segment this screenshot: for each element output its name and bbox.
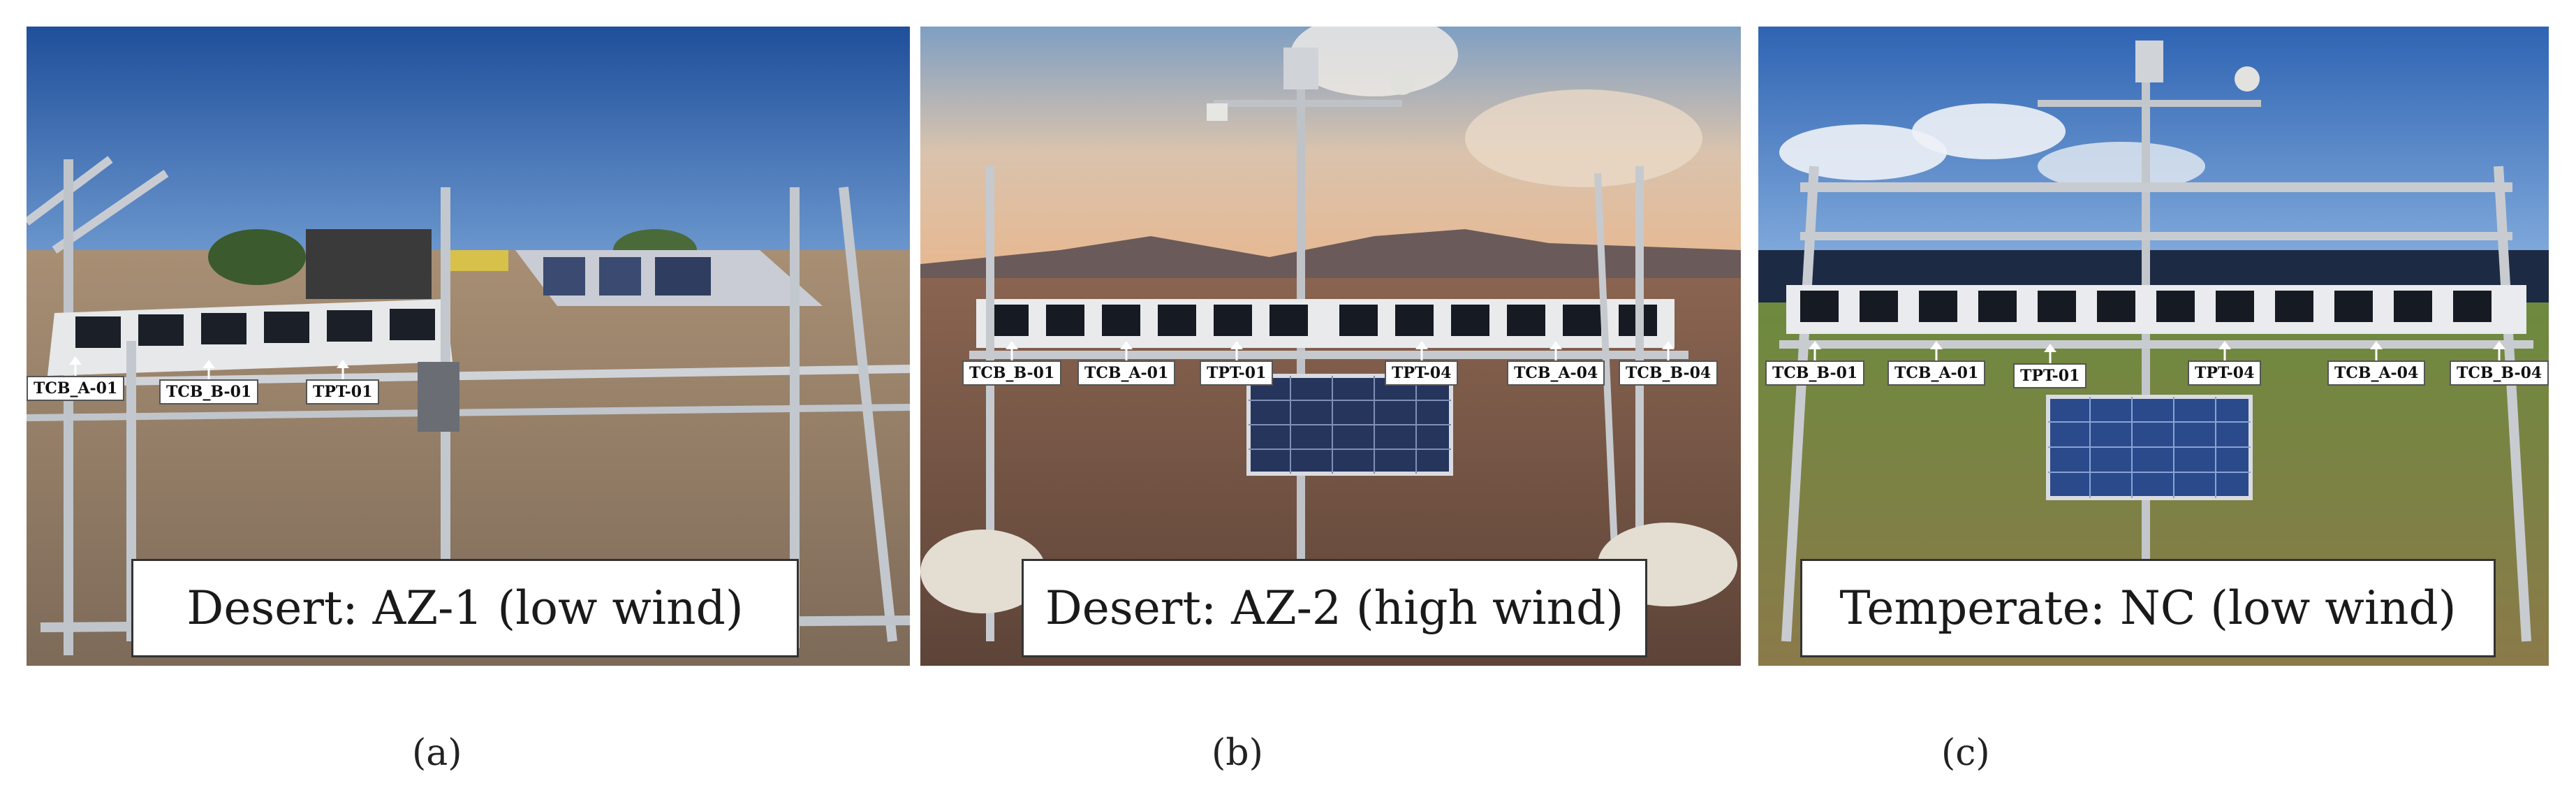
subfigure-label-a: (a) [412, 732, 462, 774]
sensor-tag: TPT-01 [306, 379, 380, 404]
site-caption: Desert: AZ-1 (low wind) [131, 559, 799, 657]
photo-panel-az1: TCB_A-01 TCB_B-01 TPT-01 Desert: AZ-1 (l… [27, 27, 910, 666]
photo-panel-az2: TCB_B-01 TCB_A-01 TPT-01 TPT-04 TCB_A-04… [920, 27, 1741, 666]
sensor-tag: TCB_B-04 [1619, 360, 1718, 386]
sensor-tag: TCB_A-01 [1887, 360, 1986, 386]
site-caption: Desert: AZ-2 (high wind) [1022, 559, 1647, 657]
sensor-tag: TCB_A-01 [1077, 360, 1176, 386]
desert-az1-photo [27, 27, 910, 666]
photo-panel-nc: TCB_B-01 TCB_A-01 TPT-01 TPT-04 TCB_A-04… [1758, 27, 2549, 666]
sensor-tag: TCB_B-01 [1765, 360, 1865, 386]
sensor-tag: TCB_B-01 [962, 360, 1062, 386]
subfigure-label-c: (c) [1941, 732, 1990, 774]
sensor-tag: TPT-01 [2013, 363, 2087, 388]
sensor-tag: TCB_B-01 [159, 379, 259, 404]
sensor-tag: TPT-04 [2188, 360, 2262, 386]
sensor-tag: TCB_A-04 [1507, 360, 1605, 386]
sensor-tag: TPT-01 [1200, 360, 1274, 386]
sensor-tag: TCB_A-04 [2327, 360, 2426, 386]
sensor-tag: TPT-04 [1385, 360, 1459, 386]
sensor-tag: TCB_A-01 [27, 376, 125, 401]
subfigure-label-b: (b) [1212, 732, 1263, 774]
sensor-tag: TCB_B-04 [2450, 360, 2549, 386]
site-caption: Temperate: NC (low wind) [1800, 559, 2496, 657]
